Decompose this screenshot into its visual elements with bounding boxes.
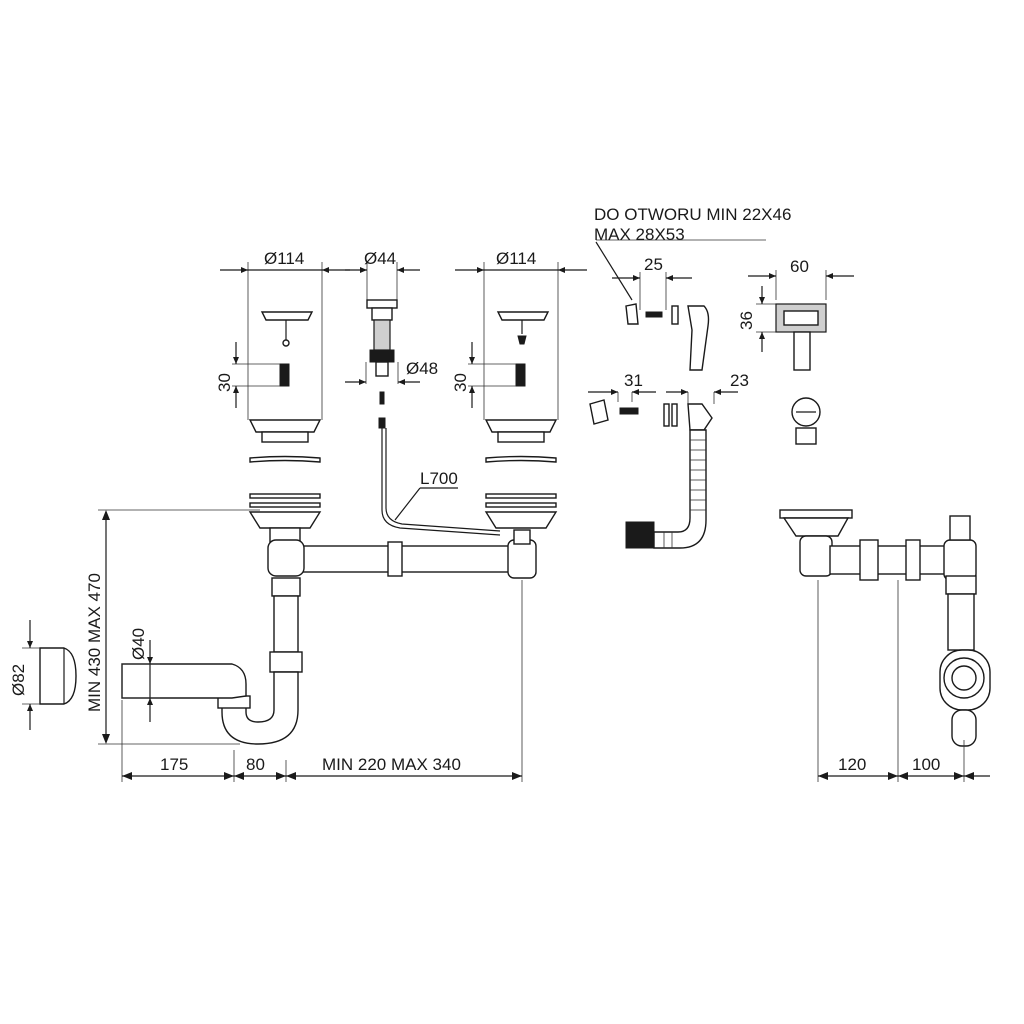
dim-114-left-label: Ø114 — [264, 249, 304, 268]
dim-175-label: 175 — [160, 755, 188, 774]
dim-31-label: 31 — [624, 371, 643, 390]
dim-25-label: 25 — [644, 255, 663, 274]
overflow-parts — [588, 239, 766, 549]
dim-36-label: 36 — [737, 311, 756, 330]
hole-note-line-2: MAX 28X53 — [594, 225, 685, 244]
siphon-side-view — [779, 509, 991, 747]
hole-note-line-1: DO OTWORU MIN 22X46 — [594, 205, 791, 224]
remote-button-assembly — [345, 262, 501, 536]
dim-40-lines — [122, 640, 160, 722]
left-strainer-basket — [220, 262, 350, 543]
right-strainer-basket — [455, 262, 587, 529]
height-range-label: MIN 430 MAX 470 — [85, 573, 104, 712]
bottom-dim-lines — [121, 580, 523, 782]
dim-30-right-label: 30 — [451, 373, 470, 392]
span-range-label: MIN 220 MAX 340 — [322, 755, 461, 774]
cable-length-label: L700 — [420, 469, 458, 488]
height-dim-lines — [98, 509, 260, 745]
dim-44-label: Ø44 — [364, 249, 396, 268]
siphon-front-view — [121, 529, 537, 745]
overflow-cover — [748, 270, 854, 445]
dim-23-label: 23 — [730, 371, 749, 390]
dim-30-left-label: 30 — [215, 373, 234, 392]
dim-100-label: 100 — [912, 755, 940, 774]
dim-80-label: 80 — [246, 755, 265, 774]
dim-48-label: Ø48 — [406, 359, 438, 378]
side-dim-lines — [817, 580, 990, 782]
end-cap-part — [22, 620, 77, 730]
dia-40-label: Ø40 — [129, 628, 148, 660]
dim-60-label: 60 — [790, 257, 809, 276]
dim-120-label: 120 — [838, 755, 866, 774]
dia-82-label: Ø82 — [9, 664, 28, 696]
dim-114-right-label: Ø114 — [496, 249, 536, 268]
